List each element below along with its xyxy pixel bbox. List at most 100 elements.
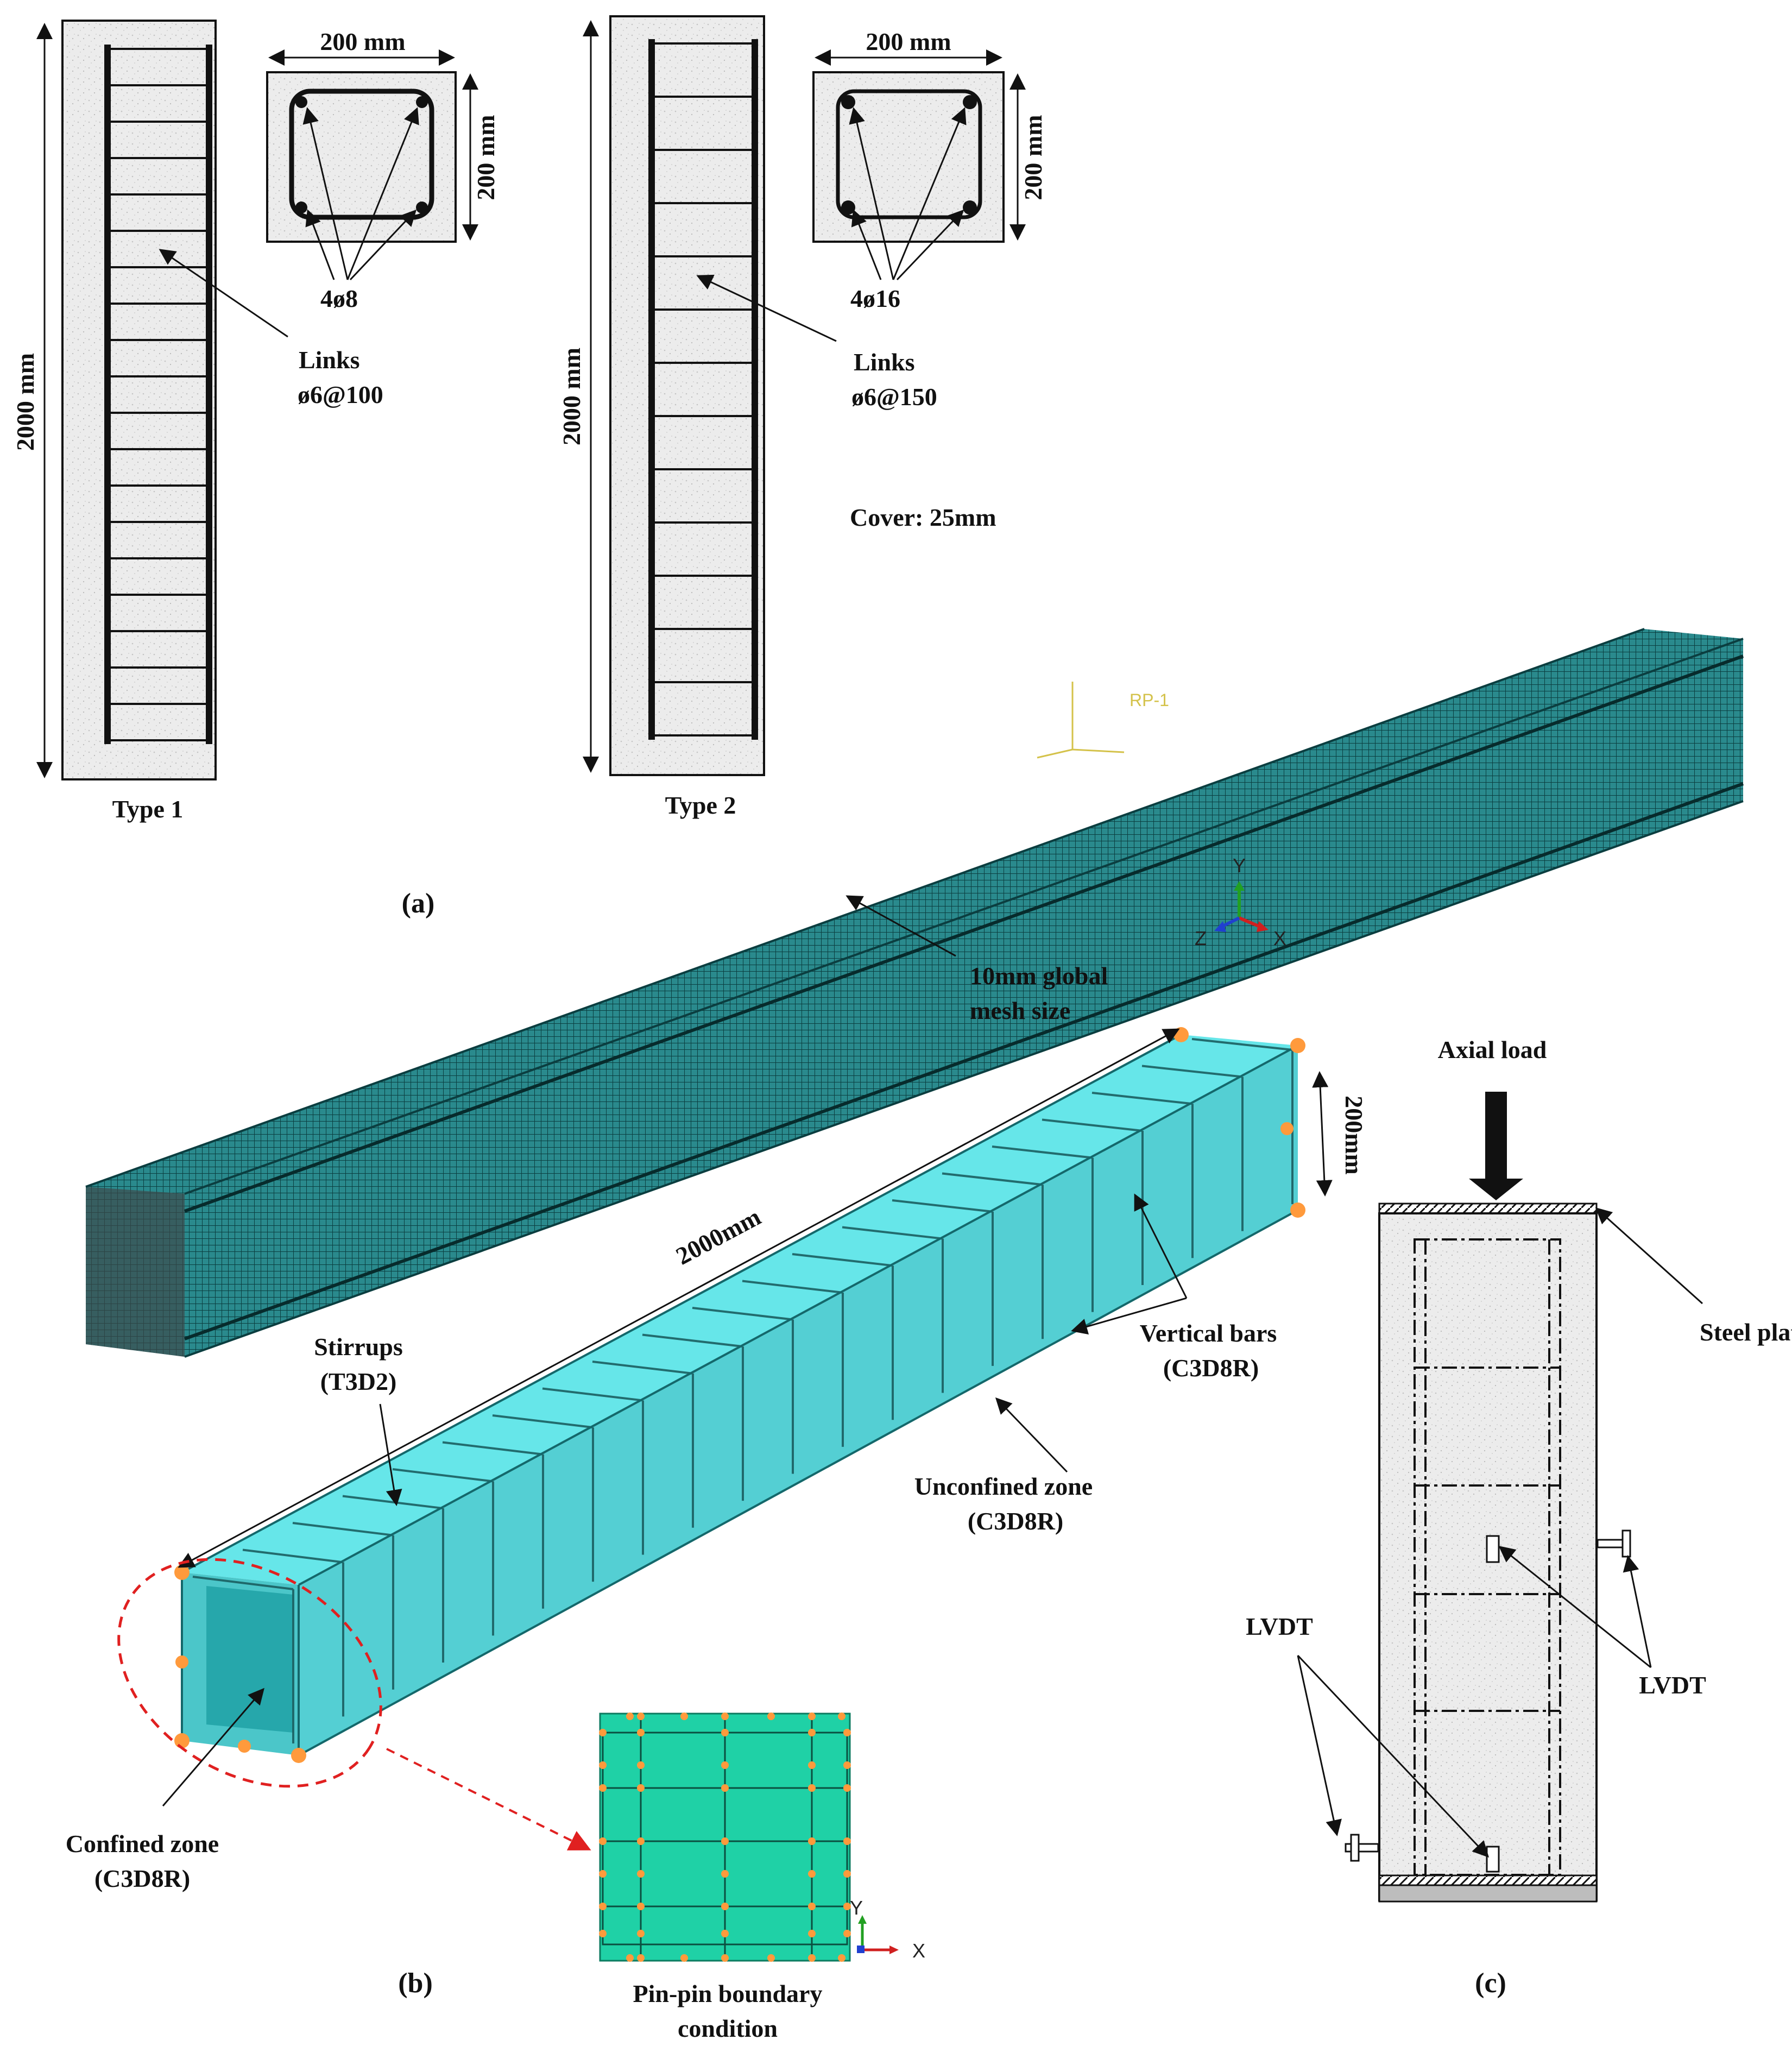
type2-depth-dim: 200 mm [1019,115,1047,200]
bc-marker [767,1954,775,1962]
rebar-dot [416,96,428,108]
triad-z: Z [1195,927,1207,949]
pin-label-1: Pin-pin boundary [633,1980,823,2007]
bc-marker [637,1903,645,1910]
stirrups-label-1: Stirrups [314,1333,403,1361]
triad-x: X [1273,927,1286,949]
lvdt-right-device [1597,1529,1631,1558]
type2-title: Type 2 [665,791,736,819]
bc-marker [637,1784,645,1792]
inset-axis-x: X [912,1940,925,1962]
unconfined-label-2: (C3D8R) [968,1507,1063,1535]
global-axis-triad: Y Z X [1195,854,1286,949]
confined-label-2: (C3D8R) [94,1865,190,1892]
bc-marker [721,1930,729,1937]
bc-marker [680,1954,688,1962]
bc-marker [767,1713,775,1720]
caption-c: (c) [1475,1968,1506,1999]
confined-label-1: Confined zone [66,1830,219,1858]
lvdt-right-label: LVDT [1639,1671,1706,1699]
bc-marker [808,1761,816,1769]
bc-marker [808,1954,816,1962]
bc-marker [626,1713,634,1720]
bc-marker [637,1870,645,1878]
bc-marker [843,1729,851,1736]
panel-c: Axial load Steel plate LVDT [1246,1036,1792,1999]
type2-elevation: 2000 mm Type 2 [558,15,765,819]
bc-marker [599,1761,607,1769]
bc-marker [808,1870,816,1878]
bc-marker [637,1729,645,1736]
bc-marker [637,1837,645,1845]
mesh-label-2: mesh size [970,997,1070,1024]
type1-elevation: 2000 mm Type 1 [11,20,217,823]
bc-marker [838,1954,845,1962]
type1-links [108,48,210,741]
bc-marker [637,1713,645,1720]
type2-width-dim: 200 mm [866,28,951,55]
type2-section: 200 mm 200 mm 4ø16 Links ø6@150 Cover: 2… [696,28,1047,531]
bc-marker [626,1954,634,1962]
vertical-bars-label-2: (C3D8R) [1163,1354,1259,1382]
type1-bars-label: 4ø8 [320,285,358,312]
bc-marker [599,1930,607,1937]
bc-marker [843,1870,851,1878]
inset-axis-y: Y [850,1897,863,1919]
bc-marker [637,1930,645,1937]
rp-label: RP-1 [1130,690,1169,710]
boundary-markers [174,1027,1305,1763]
bc-marker [599,1784,607,1792]
type1-title: Type 1 [112,795,184,823]
bc-marker [843,1837,851,1845]
bc-marker [808,1784,816,1792]
bc-marker [721,1954,729,1962]
bc-marker [808,1729,816,1736]
bc-marker [599,1729,607,1736]
caption-b: (b) [398,1968,433,1999]
panel-b: RP-1 10mm global mesh size Y Z X [66,628,1744,2042]
axial-load-label: Axial load [1438,1036,1547,1063]
bc-marker [808,1837,816,1845]
bc-marker [843,1784,851,1792]
lvdt-left-device [1345,1834,1379,1862]
unconfined-label-1: Unconfined zone [914,1472,1093,1500]
bc-marker [721,1713,729,1720]
bc-marker [599,1837,607,1845]
vertical-bars-label-1: Vertical bars [1140,1319,1277,1347]
rebar-dot [416,202,428,213]
bc-marker [843,1930,851,1937]
lvdt-left-label: LVDT [1246,1613,1313,1640]
bc-marker [721,1761,729,1769]
type2-height-dim: 2000 mm [558,348,585,445]
type1-section: 200 mm 200 mm 4ø8 Links ø6@100 [159,28,500,408]
stirrup-line [192,1576,294,1590]
steel-plate-label: Steel plate [1700,1318,1792,1346]
bc-marker [721,1870,729,1878]
bc-marker [637,1954,645,1962]
type1-width-dim: 200 mm [320,28,405,55]
bc-marker [599,1903,607,1910]
mesh-label-1: 10mm global [970,962,1108,990]
rebar-dot [963,200,977,215]
rebar-dot [841,200,855,215]
rebar-dot [295,202,307,213]
stirrup-line [1191,1038,1293,1051]
bc-marker [843,1903,851,1910]
bc-inset-markers [599,1713,851,1962]
type2-bars-label: 4ø16 [850,285,900,312]
stirrups-label-2: (T3D2) [320,1368,397,1395]
cover-label: Cover: 25mm [850,503,996,531]
bc-marker [808,1930,816,1937]
bc-marker [680,1713,688,1720]
rebar-dot [841,95,855,109]
type1-links-spacing: ø6@100 [298,381,383,408]
caption-a: (a) [402,888,435,919]
bc-inset: Y X Pin-pin boundary condition [599,1713,925,2042]
type2-links-spacing: ø6@150 [851,383,937,411]
pin-label-2: condition [678,2014,778,2042]
type1-height-dim: 2000 mm [11,353,39,451]
fe-model-column: 2000mm 200mm Stirrups (T3D2) Vertical ba… [66,1027,1368,1892]
type1-depth-dim: 200 mm [472,115,500,200]
rebar-dot [295,96,307,108]
